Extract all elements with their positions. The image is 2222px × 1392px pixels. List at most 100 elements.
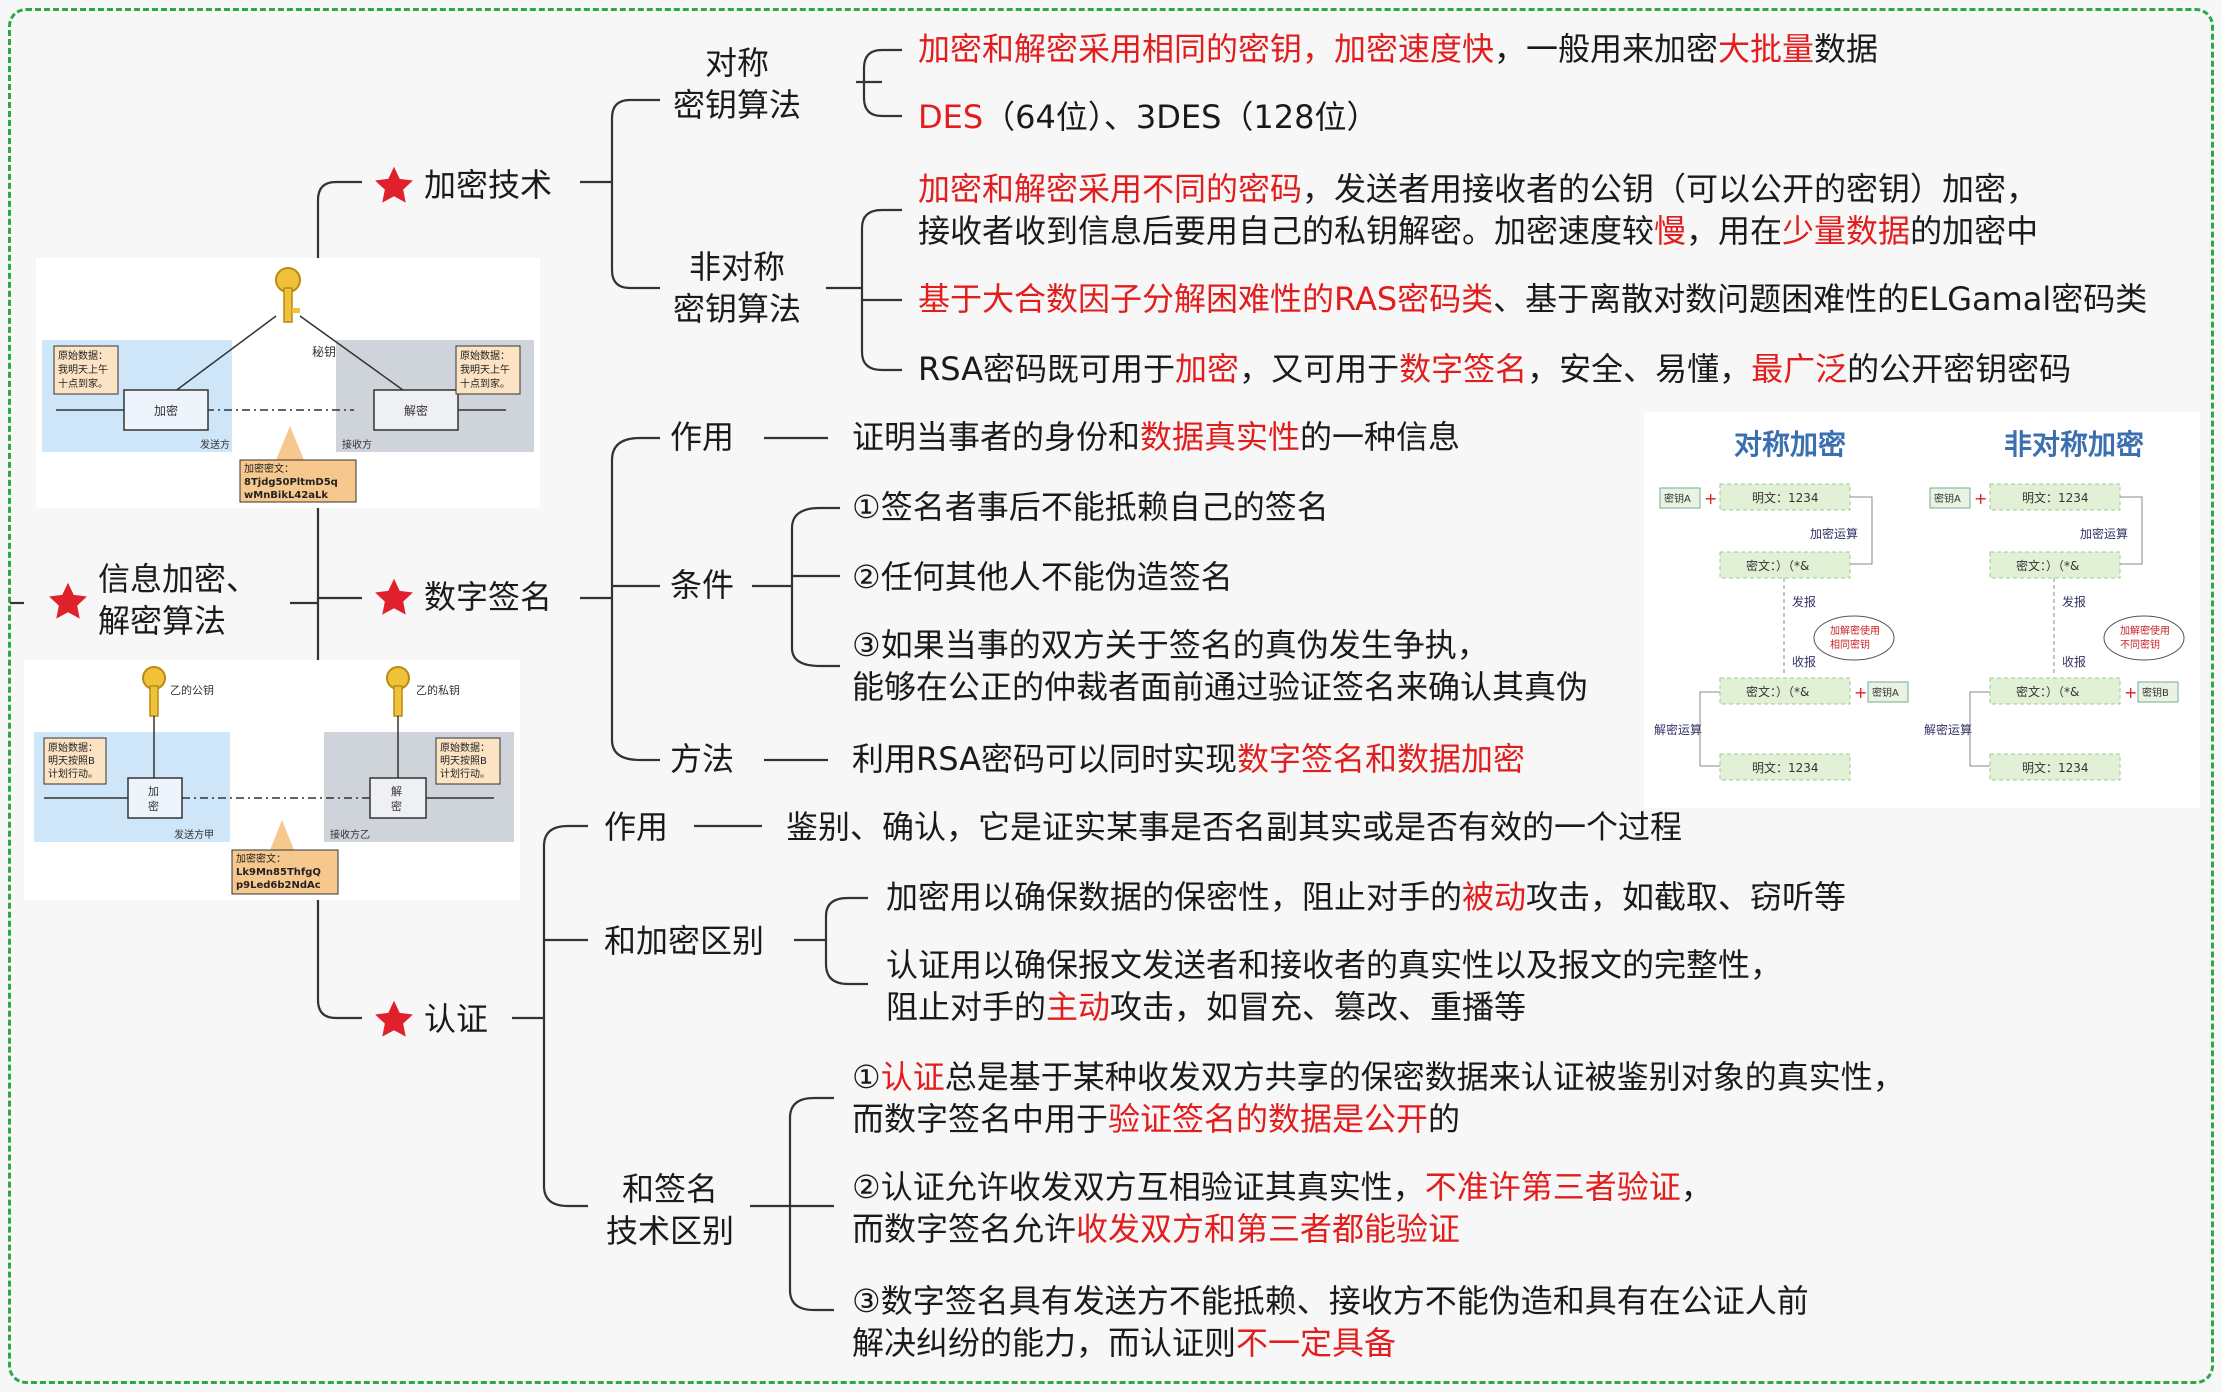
cipher-box (239, 459, 357, 503)
cipher-line: 加密密文： (244, 462, 294, 475)
asymmetric-encryption-illustration: 乙的公钥 乙的私钥 加 密 解 密 原始数据： 明天按照B 计划行动。 (24, 660, 520, 900)
star-icon (375, 1000, 413, 1037)
encrypt-box (127, 777, 183, 819)
keyA-label: 密钥A (1934, 492, 1961, 505)
svg-text:+: + (1854, 683, 1867, 702)
result-line: 原始数据： (440, 741, 490, 754)
source-line: 计划行动。 (48, 767, 98, 780)
auth-sig-2-line2: 而数字签名允许收发双方和第三者都能验证 (852, 1210, 1461, 1248)
encrypt-label: 加 (148, 785, 159, 798)
keyB-label: 密钥B (2142, 686, 2169, 699)
auth-sig-3-line1: ③数字签名具有发送方不能抵赖、接收方不能伪造和具有在公证人前 (852, 1282, 1809, 1320)
result-line: 原始数据： (460, 349, 510, 362)
decrypt-label: 解 (391, 784, 402, 798)
symmetric-encryption-illustration: 秘钥 加密 解密 原始数据： 我明天上午 十点到家。 原始数据： 我明天上午 十… (36, 258, 540, 508)
note-line: 加解密使用 (1830, 624, 1880, 637)
auth-sig-1-line2: 而数字签名中用于验证签名的数据是公开的 (852, 1100, 1461, 1138)
symmetric-vs-asymmetric-illustration: 对称加密 非对称加密 密钥A + 明文：1234 加密运算 密文：）（*& 发报… (1644, 412, 2200, 808)
sender-label: 发送方甲 (174, 828, 214, 841)
auth-diff-enc-2-line1: 认证用以确保报文发送者和接收者的真实性以及报文的完整性， (886, 946, 1783, 984)
cipher-line: Lk9Mn85ThfgQ (236, 867, 321, 878)
sig-cond-1: ①签名者事后不能抵赖自己的签名 (852, 488, 1329, 526)
sig-cond-label: 条件 (670, 566, 735, 604)
source-line: 原始数据： (48, 741, 98, 754)
result-data-box (455, 345, 521, 395)
title-asymmetric: 非对称加密 (2004, 428, 2144, 461)
enc-op-label: 加密运算 (2080, 526, 2128, 541)
public-key-label: 乙的公钥 (170, 683, 214, 697)
decrypt-label: 密 (391, 799, 402, 813)
enc-op-label: 加密运算 (1810, 526, 1858, 541)
asym-label-line1: 非对称 (688, 248, 785, 286)
asym-point-3: RSA密码既可用于加密，又可用于数字签名，安全、易懂，最广泛的公开密钥密码 (918, 350, 2072, 388)
keyA-label: 密钥A (1872, 686, 1899, 699)
send-label: 发报 (2062, 594, 2086, 609)
svg-text:+: + (1974, 489, 1987, 508)
recv-label: 收报 (2062, 654, 2086, 669)
result-line: 十点到家。 (460, 377, 510, 390)
receiver-label: 接收方乙 (330, 828, 370, 841)
decrypt-label: 解密 (404, 403, 428, 418)
sender-label: 发送方 (200, 438, 230, 451)
decrypt-box (373, 389, 459, 431)
star-icon (375, 166, 413, 203)
auth-diff-enc-1: 加密用以确保数据的保密性，阻止对手的被动攻击，如截取、窃听等 (886, 878, 1847, 916)
plain-label: 明文：1234 (2022, 490, 2089, 505)
auth-diff-enc-label: 和加密区别 (604, 922, 765, 960)
encrypt-box (123, 389, 209, 431)
auth-sig-2-line1: ②认证允许收发双方互相验证其真实性，不准许第三者验证， (852, 1168, 1713, 1206)
source-data-box (43, 737, 107, 785)
key-icon (275, 267, 301, 323)
sym-point-2: DES（64位）、3DES（128位） (918, 98, 1379, 136)
cipher-label: 密文：）（*& (1746, 558, 1809, 573)
cipher-label: 密文：）（*& (1746, 684, 1809, 699)
plain-label: 明文：1234 (2022, 760, 2089, 775)
dashed-frame (8, 8, 2214, 1384)
public-key-icon (142, 666, 166, 717)
result-line: 计划行动。 (440, 767, 490, 780)
section-auth-title: 认证 (424, 1000, 489, 1038)
auth-role-label: 作用 (604, 808, 669, 846)
cipher-line: 加密密文： (236, 852, 286, 865)
sig-method-label: 方法 (670, 740, 735, 778)
note-line: 加解密使用 (2120, 624, 2170, 637)
asym-point-1-line1: 加密和解密采用不同的密码，发送者用接收者的公钥（可以公开的密钥）加密， (918, 170, 2039, 208)
sig-cond-2: ②任何其他人不能伪造签名 (852, 558, 1233, 596)
cipher-line: p9Led6b2NdAc (236, 880, 321, 891)
source-line: 我明天上午 (58, 363, 108, 376)
asymmetric-flow: 密钥A + 明文：1234 加密运算 密文：）（*& 发报 收报 加解密使用 不… (1924, 483, 2185, 781)
sig-method-text: 利用RSA密码可以同时实现数字签名和数据加密 (852, 740, 1526, 778)
sig-role-text: 证明当事者的身份和数据真实性的一种信息 (852, 418, 1461, 456)
asym-label-line2: 密钥算法 (672, 290, 801, 328)
sig-role-label: 作用 (670, 418, 735, 456)
encrypt-label: 密 (148, 799, 159, 813)
sig-cond-3-line1: ③如果当事的双方关于签名的真伪发生争执， (852, 626, 1489, 664)
keyA-label: 密钥A (1664, 492, 1691, 505)
plain-label: 明文：1234 (1752, 490, 1819, 505)
cipher-label: 密文：）（*& (2016, 684, 2079, 699)
dec-op-label: 解密运算 (1924, 722, 1972, 737)
result-line: 我明天上午 (460, 363, 510, 376)
encrypt-label: 加密 (154, 403, 178, 418)
svg-text:+: + (2124, 683, 2137, 702)
cipher-line: 8Tjdg50PltmD5q (244, 477, 338, 488)
svg-text:+: + (1704, 489, 1717, 508)
auth-sig-1-line1: ①认证总是基于某种收发双方共享的保密数据来认证被鉴别对象的真实性， (852, 1058, 1905, 1096)
result-line: 明天按照B (440, 754, 487, 767)
cipher-line: wMnBikL42aLk (244, 490, 328, 501)
asym-point-1-line2: 接收者收到信息后要用自己的私钥解密。加密速度较慢，用在少量数据的加密中 (918, 212, 2039, 250)
root-title-line1: 信息加密、 (98, 560, 259, 598)
auth-diff-enc-2-line2: 阻止对手的主动攻击，如冒充、篡改、重播等 (886, 988, 1527, 1026)
source-line: 十点到家。 (58, 377, 108, 390)
dec-op-label: 解密运算 (1654, 722, 1702, 737)
note-line: 不同密钥 (2120, 638, 2160, 651)
recv-label: 收报 (1792, 654, 1816, 669)
symmetric-flow: 密钥A + 明文：1234 加密运算 密文：）（*& 发报 收报 加解密使用 相… (1654, 483, 1909, 781)
sig-cond-3-line2: 能够在公正的仲裁者面前通过验证签名来确认其真伪 (852, 668, 1589, 706)
section-encryption-title: 加密技术 (424, 166, 553, 204)
cipher-label: 密文：）（*& (2016, 558, 2079, 573)
private-key-label: 乙的私钥 (416, 683, 460, 697)
sym-point-1: 加密和解密采用相同的密钥，加密速度快，一般用来加密大批量数据 (918, 30, 1879, 68)
cipher-box (231, 849, 339, 895)
